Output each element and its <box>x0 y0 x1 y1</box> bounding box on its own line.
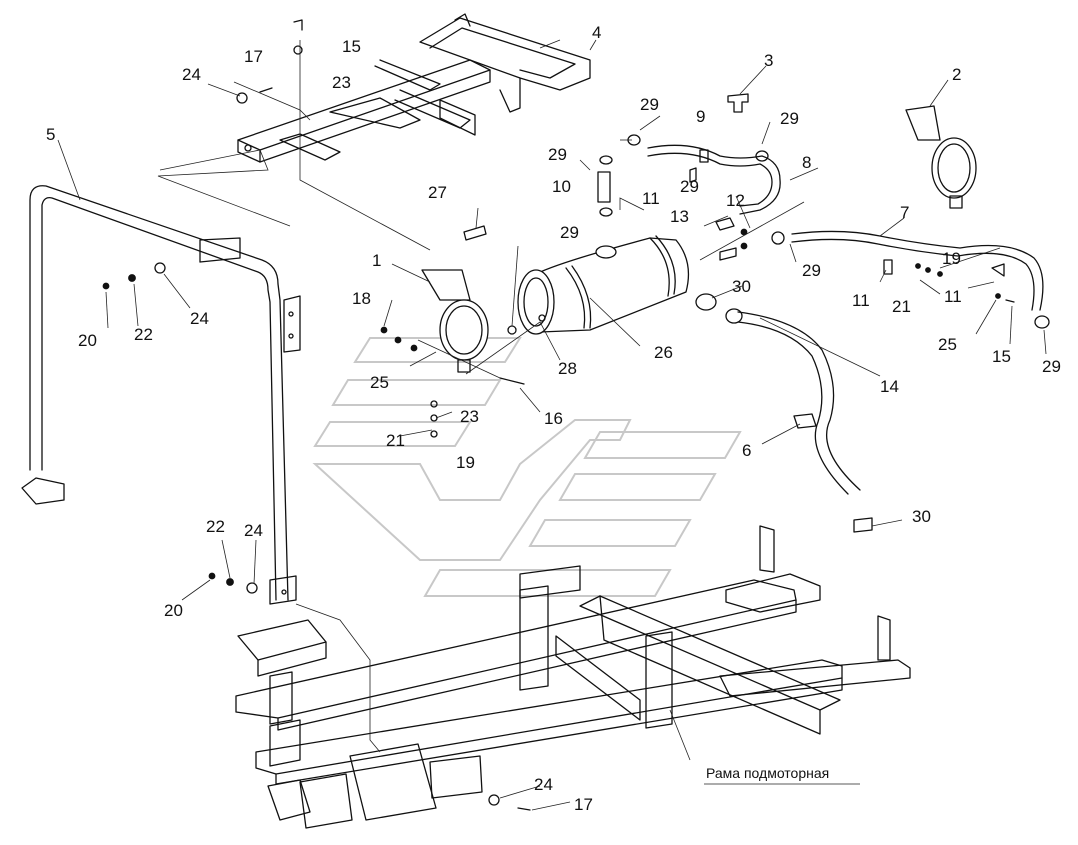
callout-23a: 23 <box>332 73 351 92</box>
part-1-clamp-bracket <box>421 269 489 373</box>
callout-5: 5 <box>46 125 55 144</box>
fasteners <box>102 19 1015 811</box>
callout-22b: 22 <box>206 517 225 536</box>
watermark-logo <box>312 337 742 597</box>
part-2-clamp-bracket <box>905 105 977 209</box>
callout-24b: 24 <box>190 309 209 328</box>
callout-22a: 22 <box>134 325 153 344</box>
part-5-tube-frame <box>21 185 301 605</box>
callout-28: 28 <box>558 359 577 378</box>
callout-25a: 25 <box>370 373 389 392</box>
callout-15a: 15 <box>342 37 361 56</box>
callout-7: 7 <box>900 203 909 222</box>
callout-29b: 29 <box>780 109 799 128</box>
callout-labels: 1 2 3 4 5 6 7 8 9 10 11 11 11 12 13 14 1… <box>46 23 1061 814</box>
callout-2: 2 <box>952 65 961 84</box>
callout-29f: 29 <box>802 261 821 280</box>
callout-25b: 25 <box>938 335 957 354</box>
hose-7 <box>771 230 1050 329</box>
callout-17b: 17 <box>574 795 593 814</box>
callout-29d: 29 <box>680 177 699 196</box>
callout-3: 3 <box>764 51 773 70</box>
callout-29a: 29 <box>640 95 659 114</box>
callout-12: 12 <box>726 191 745 210</box>
part-6-clip <box>793 413 817 429</box>
part-26-receiver-tank <box>517 235 690 335</box>
callout-11b: 11 <box>852 291 870 310</box>
callout-8: 8 <box>802 153 811 172</box>
callout-21b: 21 <box>892 297 911 316</box>
callout-20b: 20 <box>164 601 183 620</box>
callout-16: 16 <box>544 409 563 428</box>
callout-30b: 30 <box>912 507 931 526</box>
callout-11a: 11 <box>642 189 660 208</box>
sub-engine-frame <box>235 525 911 829</box>
callout-19a: 19 <box>456 453 475 472</box>
callout-15b: 15 <box>992 347 1011 366</box>
frame-label: Рама подмоторная <box>706 765 829 781</box>
callout-19b: 19 <box>942 249 961 268</box>
callout-29e: 29 <box>560 223 579 242</box>
callout-13: 13 <box>670 207 689 226</box>
callout-29g: 29 <box>1042 357 1061 376</box>
callout-27: 27 <box>428 183 447 202</box>
callout-20a: 20 <box>78 331 97 350</box>
callout-6: 6 <box>742 441 751 460</box>
callout-1: 1 <box>372 251 381 270</box>
callout-18: 18 <box>352 289 371 308</box>
callout-11c: 11 <box>944 287 962 306</box>
callout-24a: 24 <box>182 65 201 84</box>
hose-9-8 <box>627 134 781 215</box>
callout-24c: 24 <box>244 521 263 540</box>
part-4-upper-bracket <box>237 13 591 163</box>
callout-10: 10 <box>552 177 571 196</box>
callout-17a: 17 <box>244 47 263 66</box>
callout-26: 26 <box>654 343 673 362</box>
leader-lines <box>57 39 1047 811</box>
callout-21a: 21 <box>386 431 405 450</box>
hose-14 <box>695 293 873 533</box>
callout-14: 14 <box>880 377 899 396</box>
part-3-tee-fitting <box>727 93 749 113</box>
callout-23b: 23 <box>460 407 479 426</box>
callout-9: 9 <box>696 107 705 126</box>
callout-4: 4 <box>592 23 601 42</box>
callout-30a: 30 <box>732 277 751 296</box>
callout-29c: 29 <box>548 145 567 164</box>
callout-24d: 24 <box>534 775 553 794</box>
